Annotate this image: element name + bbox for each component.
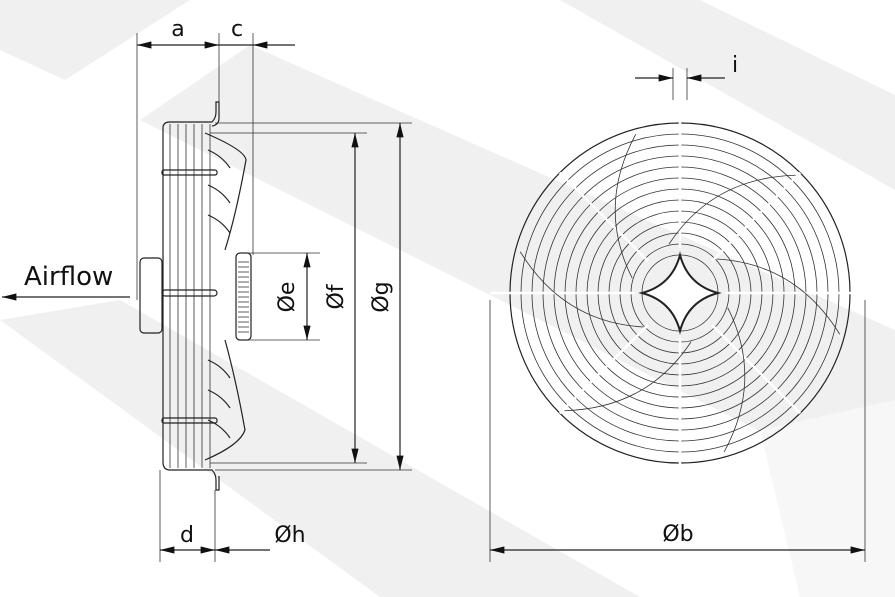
fan-blade [614, 133, 637, 279]
dimension-label-a: a [171, 17, 184, 42]
blade-slot [207, 214, 231, 234]
fan-blade [564, 341, 692, 412]
guard-spoke-inner [558, 323, 650, 415]
fan-blade [716, 258, 841, 335]
guard-spoke-inner [710, 323, 802, 415]
front-dimension-lines [489, 68, 866, 562]
blade-slot [207, 149, 231, 169]
hub-plate [638, 251, 722, 335]
fan-front-view [490, 103, 870, 483]
blade-slot [207, 419, 231, 439]
dimension-label-i: i [732, 53, 738, 78]
dimension-label-g: Øg [369, 281, 394, 312]
fan-side-view [139, 101, 252, 491]
blade-slot [207, 184, 231, 204]
dimension-label-e: Øe [275, 282, 300, 313]
airflow-label: Airflow [24, 262, 113, 292]
guard-spoke-inner [558, 171, 650, 263]
blade-slot [207, 359, 231, 379]
dimension-label-d: d [180, 523, 194, 548]
dimension-label-b: Øb [662, 522, 693, 547]
blade-slot [207, 389, 231, 409]
fan-blade [668, 174, 796, 245]
dimension-label-h: Øh [274, 523, 305, 548]
fan-blade [519, 251, 644, 328]
dimension-label-f: Øf [324, 283, 349, 309]
dimension-label-c: c [231, 17, 243, 42]
fan-blade [723, 307, 746, 453]
side-dimension-lines [2, 33, 412, 562]
guard-spoke-inner [710, 171, 802, 263]
